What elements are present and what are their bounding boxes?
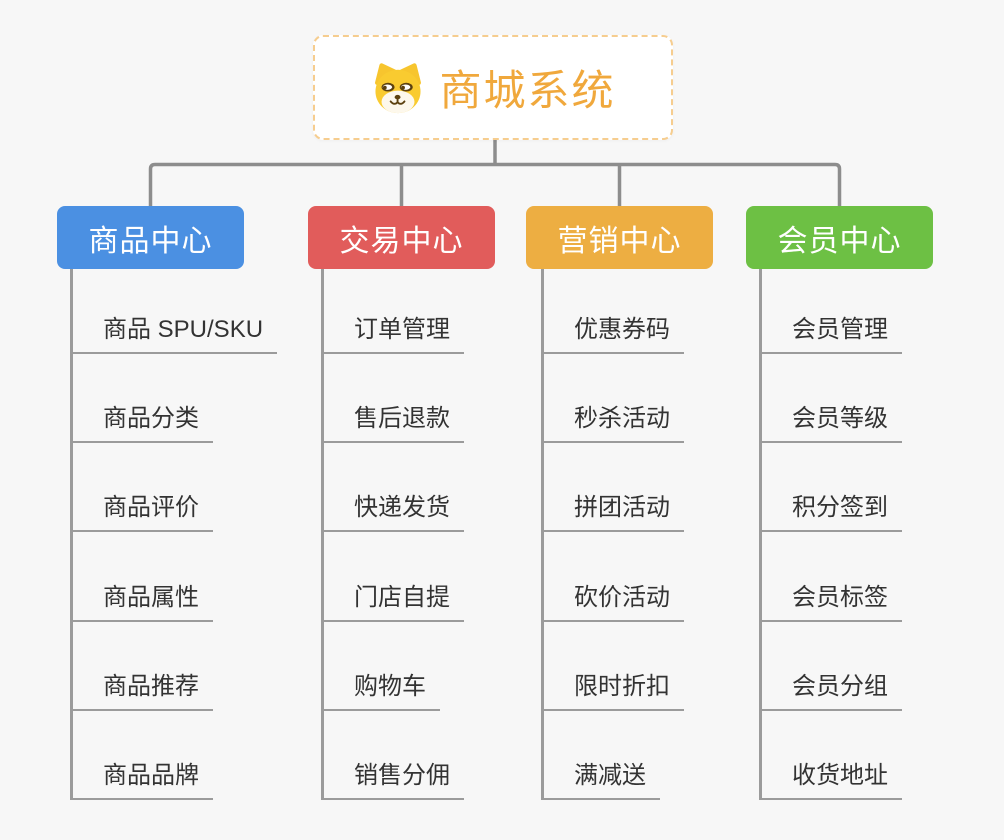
branch-column-marketing: 优惠券码 秒杀活动 拼团活动 砍价活动 限时折扣 满减送: [541, 0, 781, 840]
node-item[interactable]: 秒杀活动: [541, 404, 684, 443]
root-title: 商城系统: [439, 67, 616, 114]
node-item[interactable]: 订单管理: [321, 315, 464, 354]
node-item[interactable]: 满减送: [541, 761, 660, 800]
node-item[interactable]: 售后退款: [321, 404, 464, 443]
branch-header-product[interactable]: 商品中心: [57, 206, 244, 269]
node-item[interactable]: 商品品牌: [70, 761, 213, 800]
node-item[interactable]: 会员分组: [759, 672, 902, 711]
node-item[interactable]: 砍价活动: [541, 583, 684, 622]
node-item[interactable]: 拼团活动: [541, 493, 684, 532]
branch-column-product: 商品 SPU/SKU 商品分类 商品评价 商品属性 商品推荐 商品品牌: [70, 0, 310, 840]
branch-column-trade: 订单管理 售后退款 快递发货 门店自提 购物车 销售分佣: [321, 0, 561, 840]
node-item[interactable]: 会员等级: [759, 404, 902, 443]
branch-header-marketing[interactable]: 营销中心: [526, 206, 713, 269]
node-item[interactable]: 门店自提: [321, 583, 464, 622]
node-item[interactable]: 商品评价: [70, 493, 213, 532]
branch-header-member[interactable]: 会员中心: [746, 206, 933, 269]
branch-column-member: 会员管理 会员等级 积分签到 会员标签 会员分组 收货地址: [759, 0, 999, 840]
node-item[interactable]: 快递发货: [321, 493, 464, 532]
node-item[interactable]: 商品分类: [70, 404, 213, 443]
node-item[interactable]: 购物车: [321, 672, 440, 711]
branch-header-trade[interactable]: 交易中心: [308, 206, 495, 269]
root-node[interactable]: 商城系统: [313, 35, 673, 140]
node-item[interactable]: 积分签到: [759, 493, 902, 532]
node-item[interactable]: 会员标签: [759, 583, 902, 622]
node-item[interactable]: 会员管理: [759, 315, 902, 354]
node-item[interactable]: 收货地址: [759, 761, 902, 800]
dog-mascot-icon: [375, 62, 422, 113]
node-item[interactable]: 商品推荐: [70, 672, 213, 711]
node-item[interactable]: 商品 SPU/SKU: [70, 315, 278, 354]
node-item[interactable]: 优惠券码: [541, 315, 684, 354]
node-item[interactable]: 限时折扣: [541, 672, 684, 711]
node-item[interactable]: 商品属性: [70, 583, 213, 622]
node-item[interactable]: 销售分佣: [321, 761, 464, 800]
